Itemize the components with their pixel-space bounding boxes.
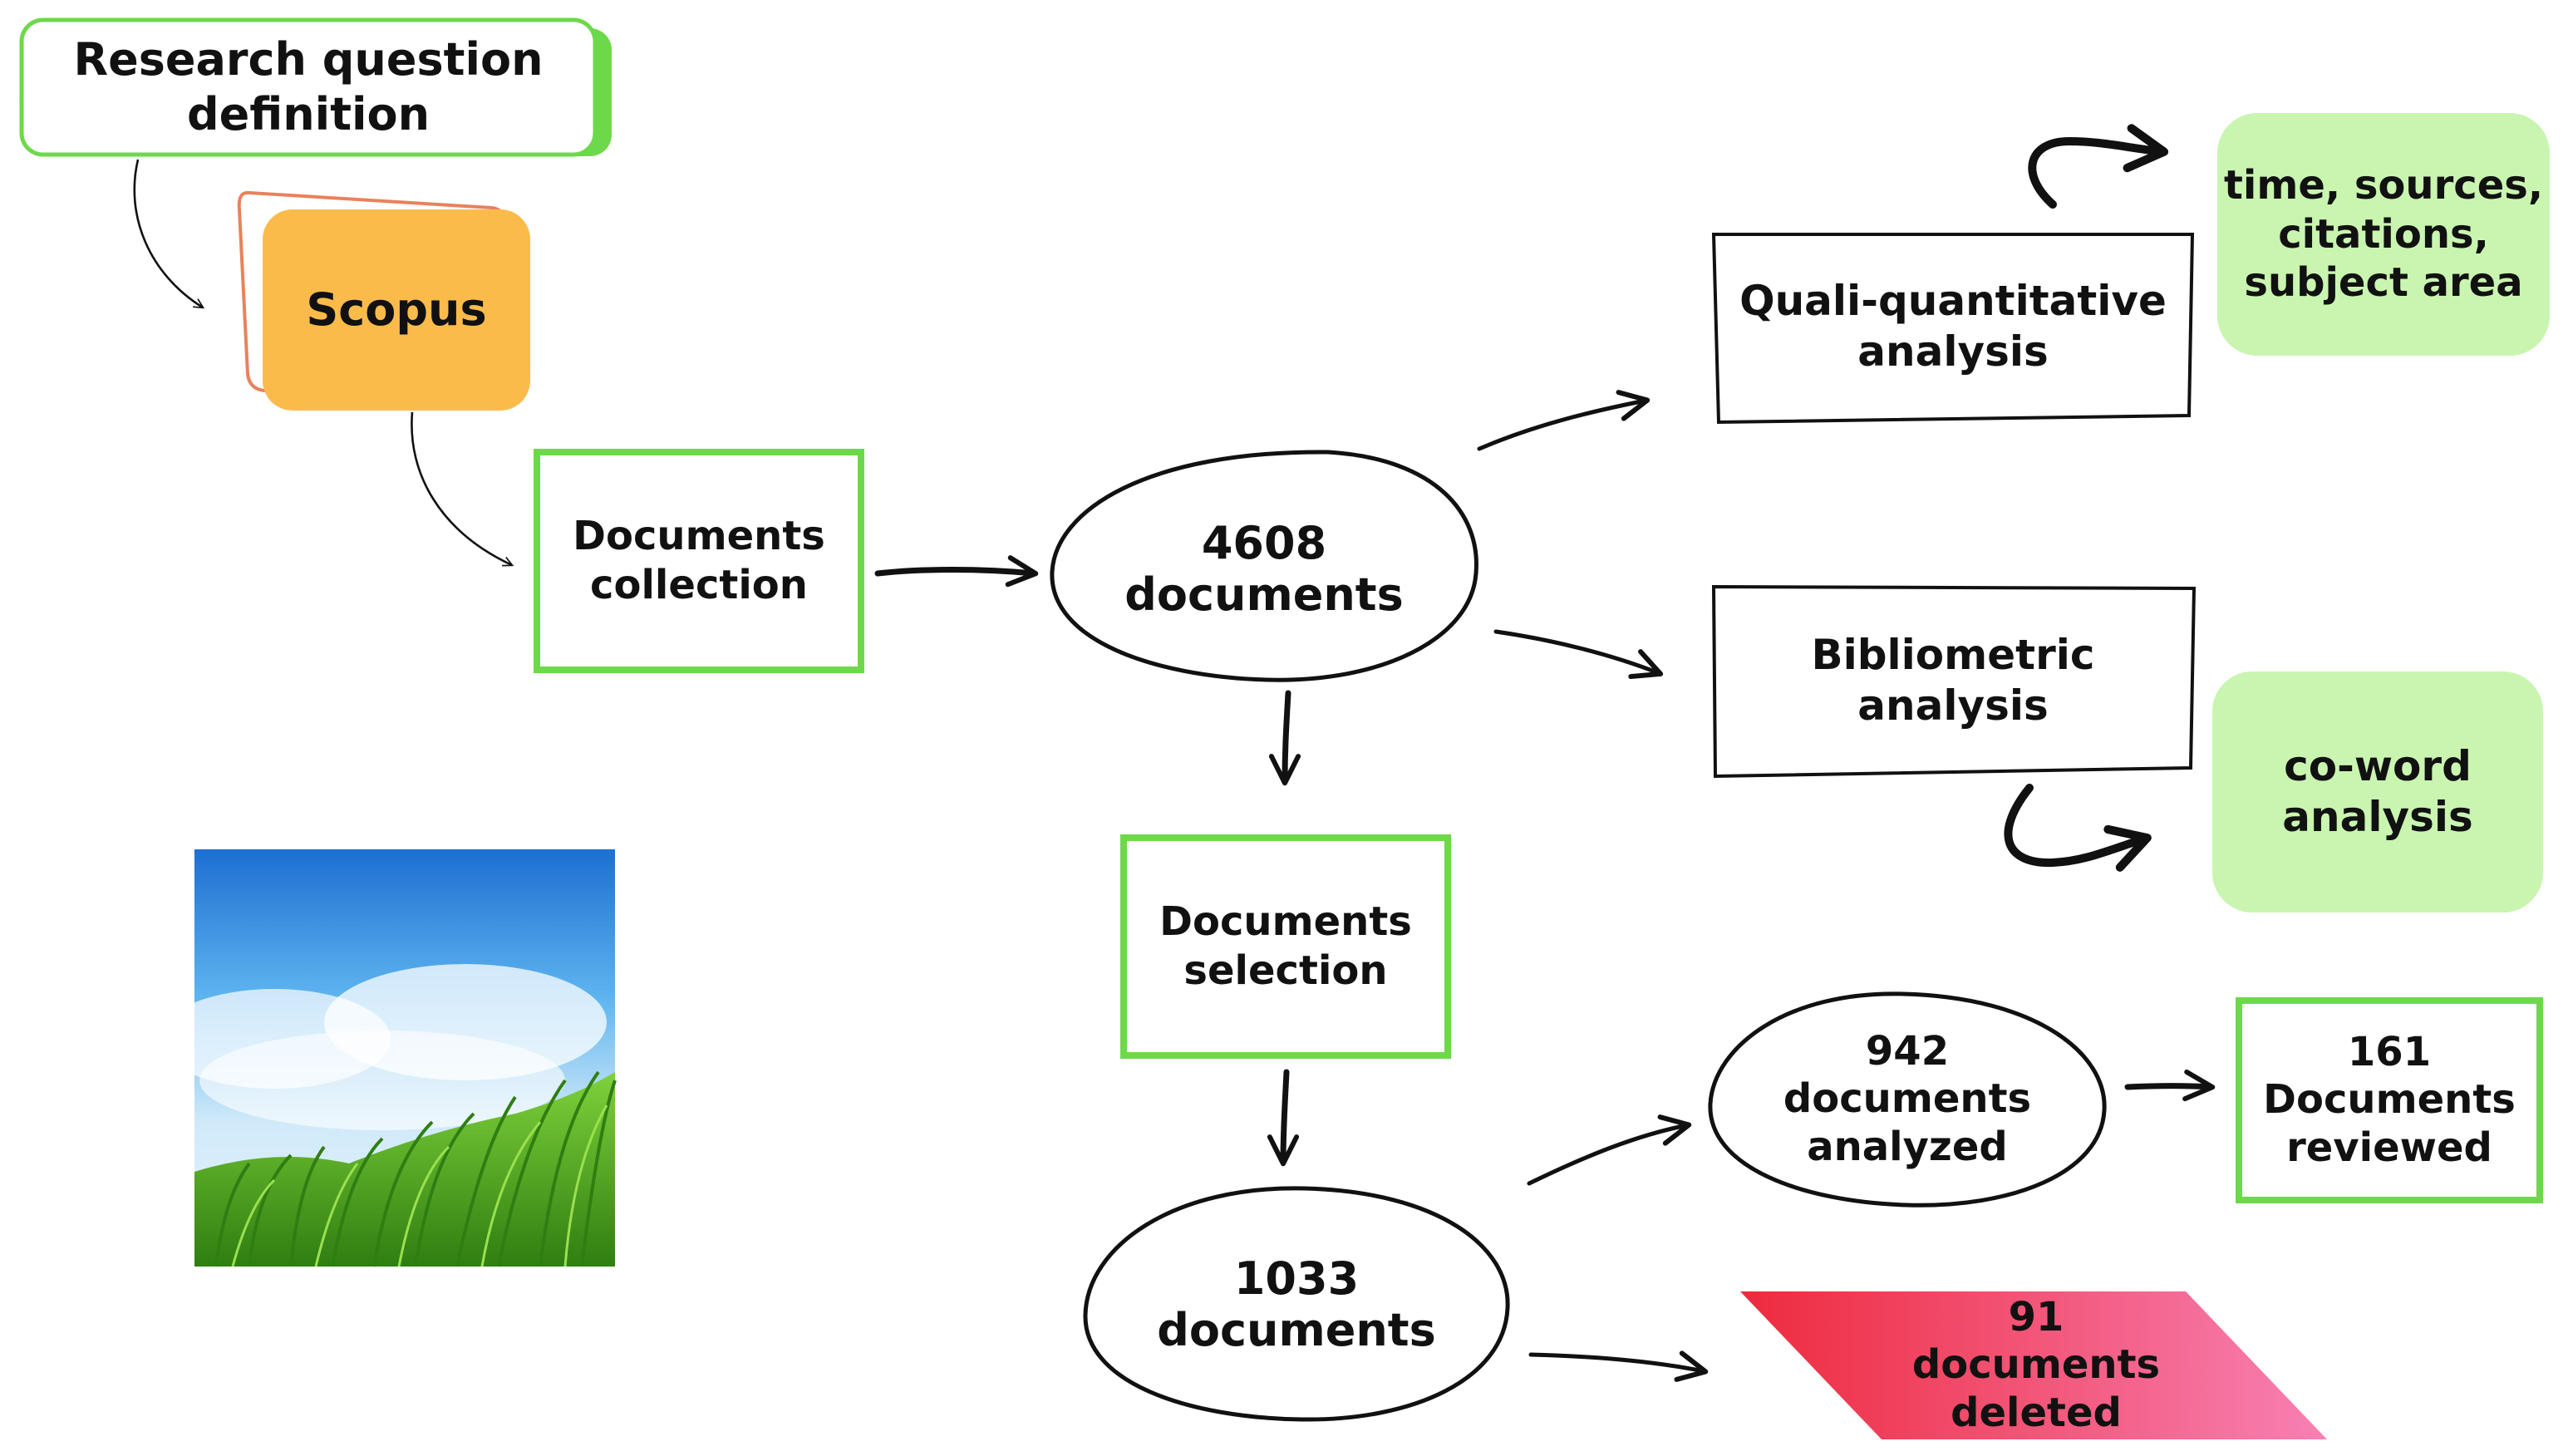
arrow-1033-to-942 [1527, 1114, 1692, 1186]
documents-selection-line2: selection [1183, 947, 1388, 994]
time-sources-line2: citations, [2278, 210, 2489, 258]
documents-collection-label: Documents collection [537, 452, 861, 670]
curl-arrow-quali-to-time [2028, 124, 2169, 209]
bibliometric-label: Bibliometric analysis [1715, 588, 2191, 773]
documents-collection-line1: Documents [573, 513, 825, 560]
arrow-collection-to-4608 [874, 555, 1039, 588]
docs-4608-text: documents [1124, 568, 1404, 621]
co-word-label: co-word analysis [2212, 671, 2543, 912]
docs-1033-count: 1033 [1233, 1252, 1360, 1305]
docs-4608-ellipse [1050, 450, 1478, 682]
docs-942-status: analyzed [1807, 1123, 2008, 1170]
arrow-4608-to-quali [1477, 390, 1651, 451]
arrow-research-to-scopus [133, 159, 203, 307]
scopus-text: Scopus [306, 283, 487, 337]
docs-1033-text: documents [1157, 1304, 1436, 1356]
documents-selection-label: Documents selection [1124, 838, 1448, 1055]
docs-91-parallelogram [1740, 1291, 2327, 1439]
docs-1033-label: 1033 documents [1085, 1197, 1508, 1413]
quali-quantitative-line1: Quali-quantitative [1739, 277, 2167, 325]
bibliometric-box [1711, 584, 2197, 779]
time-sources-line3: subject area [2244, 259, 2523, 307]
docs-161-text: Documents [2263, 1076, 2516, 1124]
time-sources-line1: time, sources, [2223, 162, 2544, 209]
arrow-1033-to-deleted [1528, 1350, 1709, 1382]
docs-91-status: deleted [1951, 1389, 2122, 1436]
time-sources-label: time, sources, citations, subject area [2217, 113, 2550, 356]
docs-4608-count: 4608 [1201, 516, 1327, 569]
arrow-selection-to-1033 [1267, 1069, 1300, 1167]
documents-selection-line1: Documents [1159, 898, 1412, 946]
quali-quantitative-line2: analysis [1857, 327, 2049, 376]
docs-161-status: reviewed [2286, 1124, 2492, 1171]
research-question-label: Research question definition [22, 20, 595, 155]
landscape-image [158, 849, 617, 1267]
docs-942-count: 942 [1865, 1027, 1950, 1075]
co-word-line1: co-word [2284, 742, 2472, 790]
arrow-4608-to-selection [1268, 690, 1301, 786]
research-question-line2: definition [186, 88, 430, 140]
bibliometric-line2: analysis [1857, 681, 2049, 730]
curl-arrow-bibliometric-to-coword [2004, 784, 2152, 872]
research-question-line1: Research question [73, 33, 544, 86]
documents-collection-line2: collection [590, 562, 808, 608]
docs-1033-ellipse [1083, 1186, 1510, 1422]
quali-quantitative-box [1711, 233, 2195, 425]
co-word-bubble [2212, 671, 2543, 912]
docs-161-count: 161 [2347, 1028, 2432, 1075]
docs-942-text: documents [1783, 1075, 2032, 1123]
arrow-942-to-161 [2124, 1069, 2216, 1102]
time-sources-bubble [2217, 113, 2550, 356]
co-word-line2: analysis [2282, 793, 2473, 841]
research-question-box [19, 17, 612, 157]
scopus-label: Scopus [263, 209, 530, 411]
docs-91-text: documents [1911, 1341, 2161, 1389]
docs-942-label: 942 documents analyzed [1710, 997, 2104, 1202]
documents-collection-box [534, 449, 864, 673]
arrow-scopus-to-collection [411, 411, 512, 565]
bibliometric-line1: Bibliometric [1811, 631, 2095, 679]
docs-161-label: 161 Documents reviewed [2239, 1001, 2540, 1200]
arrow-4608-to-bibliometric [1493, 629, 1664, 680]
documents-selection-box [1120, 834, 1451, 1059]
docs-4608-label: 4608 documents [1052, 465, 1476, 673]
docs-161-box [2236, 997, 2543, 1203]
docs-91-label: 91 documents deleted [1828, 1291, 2244, 1439]
scopus-card [237, 190, 530, 411]
quali-quantitative-label: Quali-quantitative analysis [1715, 234, 2191, 419]
docs-91-count: 91 [2008, 1293, 2064, 1340]
docs-942-ellipse [1708, 991, 2107, 1208]
